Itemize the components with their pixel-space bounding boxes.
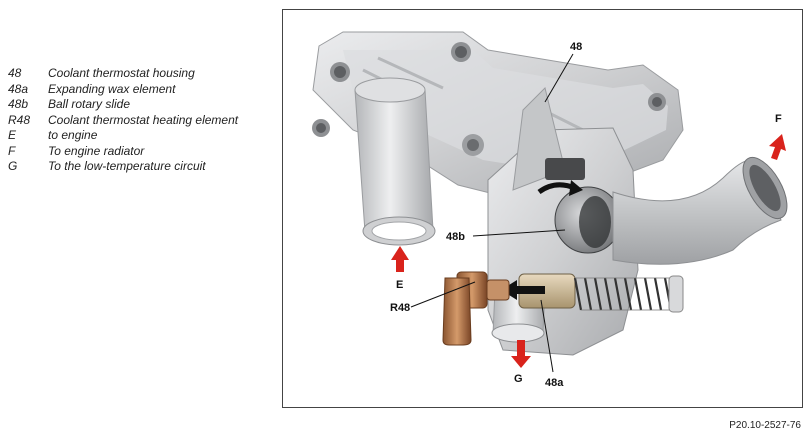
callout-F: F: [775, 113, 782, 125]
legend-key: 48: [8, 66, 22, 80]
legend-row: F To engine radiator: [8, 144, 238, 160]
callout-E: E: [396, 279, 403, 291]
figure-reference-code: P20.10-2527-76: [729, 420, 801, 431]
legend-row: G To the low-temperature circuit: [8, 159, 238, 175]
legend-text: to engine: [48, 128, 98, 142]
radiator-outlet-hose: [612, 156, 788, 265]
slide-actuator: [545, 158, 585, 180]
legend-text: To engine radiator: [48, 143, 145, 158]
legend-key: 48b: [8, 97, 29, 111]
heating-element: [442, 271, 510, 346]
legend-table: 48 Coolant thermostat housing 48a Expandin…: [8, 66, 238, 175]
legend-text: To the low-temperature circuit: [48, 159, 206, 173]
callout-R48: R48: [390, 302, 410, 314]
legend-row: 48b Ball rotary slide: [8, 97, 238, 113]
flow-arrow-F-icon: [769, 134, 786, 160]
flow-arrow-E-icon: [391, 246, 409, 272]
return-spring: [573, 277, 673, 311]
legend-key: F: [8, 143, 16, 158]
engine-inlet-pipe: [354, 77, 436, 246]
legend-key: E: [8, 128, 17, 142]
legend-key: G: [8, 159, 18, 173]
callout-48: 48: [570, 41, 582, 53]
legend-row: 48 Coolant thermostat housing: [8, 66, 238, 82]
thermostat-illustration-frame: 48 48b R48 48a E F G: [282, 9, 803, 408]
legend-row: R48 Coolant thermostat heating element: [8, 113, 238, 129]
legend-text: Ball rotary slide: [48, 97, 131, 111]
legend-key: R48: [8, 112, 31, 127]
legend-row: 48a Expanding wax element: [8, 82, 238, 98]
leader-lines: [410, 53, 574, 373]
callout-48b: 48b: [446, 231, 465, 243]
wax-element-assembly: [501, 273, 684, 313]
push-arrow-icon: [501, 280, 545, 300]
thermostat-illustration: 48 48b R48 48a E F G: [312, 31, 788, 389]
callout-G: G: [514, 373, 523, 385]
legend-key: 48a: [8, 81, 29, 96]
legend-text: Coolant thermostat housing: [48, 66, 195, 80]
legend-text: Coolant thermostat heating element: [48, 112, 239, 127]
callout-48a: 48a: [545, 377, 564, 389]
flow-arrow-G-icon: [511, 340, 531, 368]
legend-text: Expanding wax element: [48, 81, 176, 96]
